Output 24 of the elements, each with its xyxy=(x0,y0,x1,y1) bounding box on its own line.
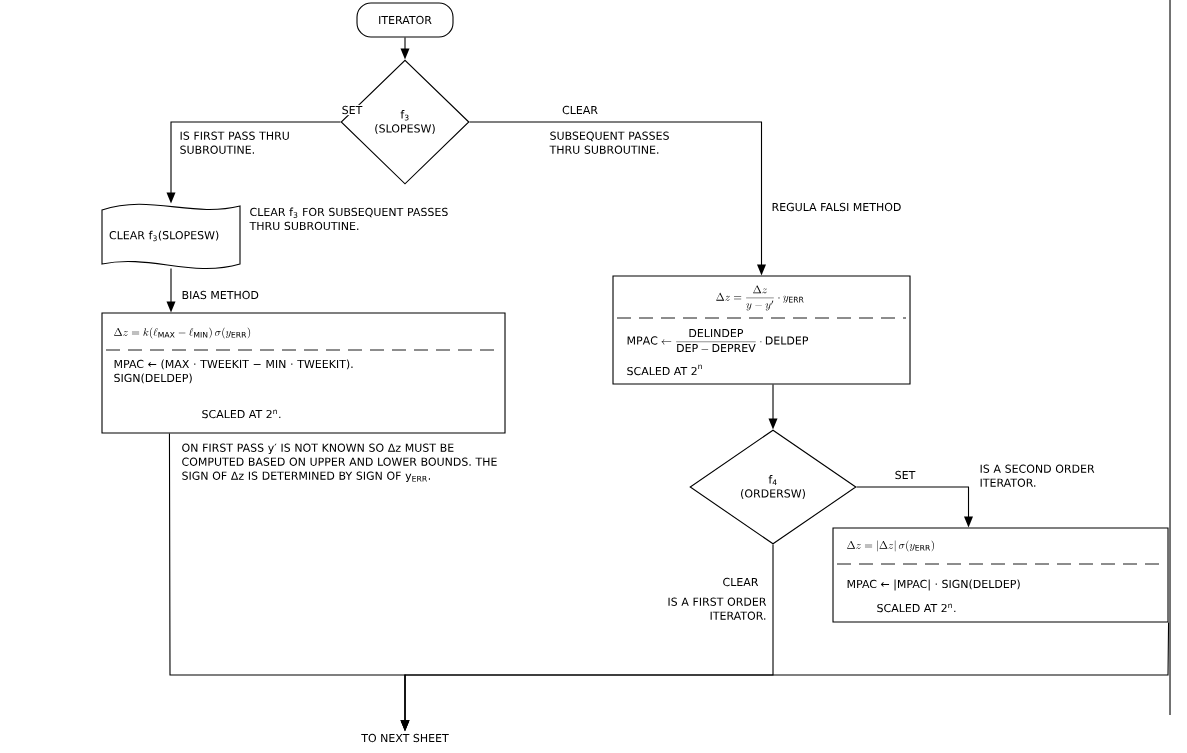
arrow xyxy=(400,622,1170,732)
connector-text: TO NEXT SHEET xyxy=(361,733,449,743)
note-text: CLEAR f$_{3}$ FOR SUBSEQUENT PASSES THRU SUBROUTINE. xyxy=(249,207,448,231)
terminal-box: ITERATOR xyxy=(356,2,454,38)
note-text: IS A SECOND ORDER ITERATOR. xyxy=(980,464,1095,487)
arrow xyxy=(400,37,410,60)
arrow xyxy=(856,486,973,528)
edge-label: SET xyxy=(340,104,364,116)
arrow xyxy=(768,384,778,430)
arrow xyxy=(166,121,341,204)
note-text: IS FIRST PASS THRU SUBROUTINE. xyxy=(180,131,289,154)
process-box: $\Delta z = |\Delta z|\,\sigma(y_{\mathrm{ERR}})$ MPAC ← |MPAC| · SIGN(DELDEP) SCALED AT 2$^{n}$. xyxy=(832,527,1169,623)
edge-label: CLEAR xyxy=(561,104,599,116)
process-box: $\Delta z = k(\ell_{\mathrm{MAX}} - \ell_{\mathrm{MIN}})\,\sigma(y_{\mathrm{ERR}})$ MPAC ← (MAX · TWEEKIT − MIN · TWEEKIT). SIGN(DELDEP) SCALED AT 2$^{n}$. xyxy=(101,312,506,434)
note-text: REGULA FALSI METHOD xyxy=(772,202,901,212)
note-text: ON FIRST PASS y′ IS NOT KNOWN SO Δz MUST BE COMPUTED BASED ON UPPER AND LOWER BOUNDS. THE SIGN OF Δz IS DETERMINED BY SIGN OF y$_{ERR}$. xyxy=(182,443,497,482)
edge-label: BIAS METHOD xyxy=(180,289,260,301)
edge-label: CLEAR xyxy=(721,576,760,588)
edge-label: SET xyxy=(893,469,917,481)
arrow xyxy=(469,121,766,276)
arrow xyxy=(166,268,176,313)
note-text: SUBSEQUENT PASSES THRU SUBROUTINE. xyxy=(549,131,669,154)
process-box: $\Delta z = \frac{\Delta z}{y - y'} \cdot y_{\mathrm{ERR}}$ $\mathrm{MPAC} \leftarrow \frac{\mathrm{DELINDEP}}{\mathrm{DEP-DEPREV}} \cdot \mathrm{DELDEP}$ SCALED AT 2$^{n}$ xyxy=(612,275,911,385)
note-text: IS A FIRST ORDER ITERATOR. xyxy=(668,597,767,620)
